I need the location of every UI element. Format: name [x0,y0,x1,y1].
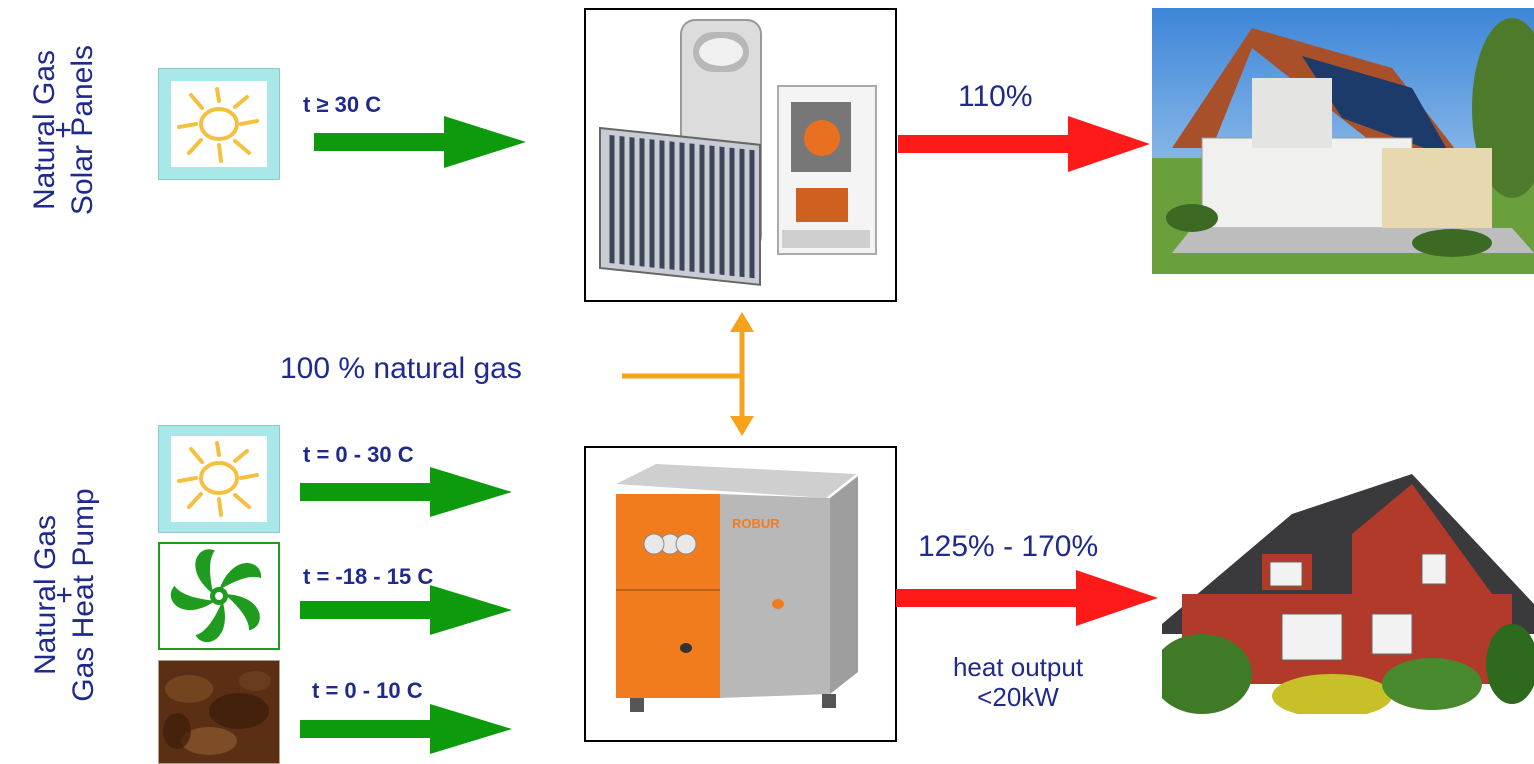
bottom-red-arrow [896,570,1158,626]
bottom-condition-2: t = -18 - 15 C [303,564,434,589]
bottom-sun-icon [158,425,280,533]
heat-output-line1: heat output [952,652,1084,682]
top-red-arrow [898,116,1150,172]
bottom-side-label: Natural Gas + Gas Heat Pump [27,442,103,748]
bottom-green-arrow-1 [300,467,512,517]
top-side-label-plus: + [47,121,80,139]
top-efficiency-label: 110% [958,80,1033,113]
top-sun-icon [158,68,280,180]
top-side-label: Natural Gas + Solar Panels [26,0,102,260]
bottom-green-arrow-2 [300,585,512,635]
bottom-green-arrow-3 [300,704,512,754]
bottom-efficiency-label: 125% - 170% [918,530,1099,563]
bottom-side-label-plus: + [48,586,81,604]
bottom-house-image [1162,474,1534,714]
heat-output-line2: <20kW [977,682,1059,712]
top-green-arrow [314,116,526,168]
gas-supply-connector [622,312,754,436]
bottom-condition-1: t = 0 - 30 C [303,442,414,467]
top-house-image [1152,8,1534,274]
device-brand-text: ROBUR [732,516,780,531]
gas-supply-label: 100 % natural gas [280,352,522,385]
top-device-box [584,8,897,302]
heat-output-label: heat output <20kW [918,652,1118,712]
bottom-condition-3: t = 0 - 10 C [312,678,423,703]
bottom-soil-icon [158,660,280,764]
bottom-fan-icon [158,542,280,650]
top-condition-label: t ≥ 30 C [303,92,382,117]
bottom-device-box: ROBUR [584,446,897,742]
